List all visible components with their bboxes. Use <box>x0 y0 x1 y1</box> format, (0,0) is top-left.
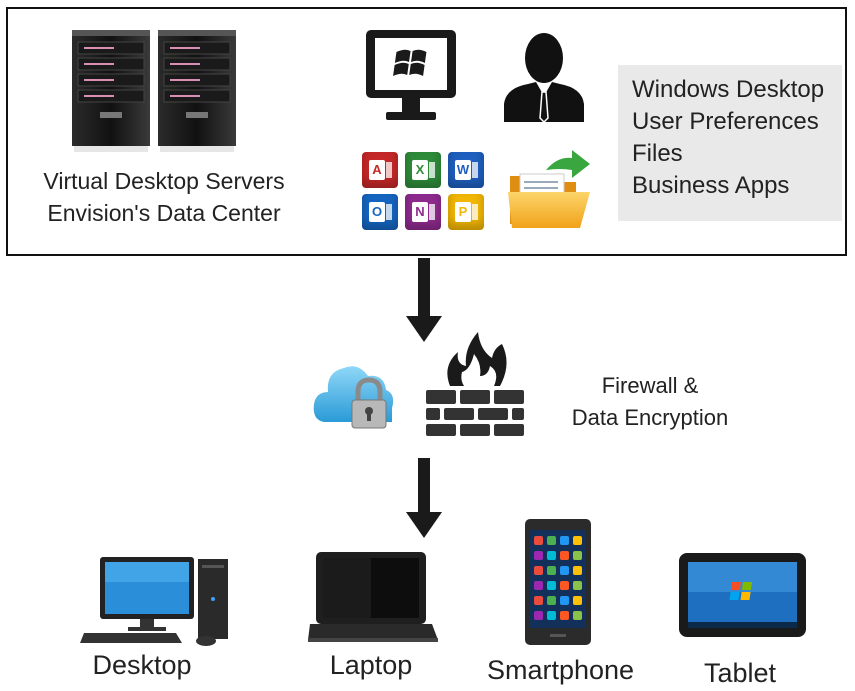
office-app-letter: A <box>369 160 385 180</box>
down-arrow-icon <box>406 458 442 538</box>
security-caption-line2: Data Encryption <box>571 405 729 430</box>
outlook-icon: O <box>362 194 398 230</box>
office-apps-grid: A X W O N P <box>362 152 484 234</box>
office-app-letter: X <box>412 160 428 180</box>
word-icon: W <box>448 152 484 188</box>
servers-caption: Virtual Desktop Servers Envision's Data … <box>14 165 314 229</box>
shared-folder-icon <box>508 150 590 228</box>
security-caption-line1: Firewall & <box>601 373 699 398</box>
powerpoint-icon: P <box>448 194 484 230</box>
firewall-icon <box>426 332 524 436</box>
windows-monitor-icon <box>366 30 456 120</box>
feature-item: Files <box>632 140 683 167</box>
onenote-icon: N <box>405 194 441 230</box>
access-icon: A <box>362 152 398 188</box>
down-arrow-icon <box>406 258 442 342</box>
server-towers-icon <box>72 30 236 152</box>
office-app-letter: N <box>412 202 428 222</box>
security-caption: Firewall & Data Encryption <box>540 370 760 434</box>
servers-caption-line2: Envision's Data Center <box>47 200 281 226</box>
feature-item: Business Apps <box>632 172 790 199</box>
user-icon <box>504 33 584 122</box>
feature-item: User Preferences <box>632 108 819 135</box>
servers-caption-line1: Virtual Desktop Servers <box>43 168 285 194</box>
device-label-laptop: Laptop <box>329 650 413 680</box>
device-label-tablet: Tablet <box>703 658 777 688</box>
device-label-desktop: Desktop <box>92 650 192 680</box>
smartphone-icon <box>525 519 591 645</box>
laptop-icon <box>308 552 438 642</box>
cloud-lock-icon <box>313 366 394 429</box>
excel-icon: X <box>405 152 441 188</box>
office-app-letter: W <box>455 160 471 180</box>
feature-item: Windows Desktop <box>632 76 825 103</box>
desktop-computer-icon <box>80 557 228 646</box>
device-label-smartphone: Smartphone <box>486 655 635 685</box>
office-app-letter: O <box>369 202 385 222</box>
office-app-letter: P <box>455 202 471 222</box>
tablet-icon <box>679 553 806 637</box>
